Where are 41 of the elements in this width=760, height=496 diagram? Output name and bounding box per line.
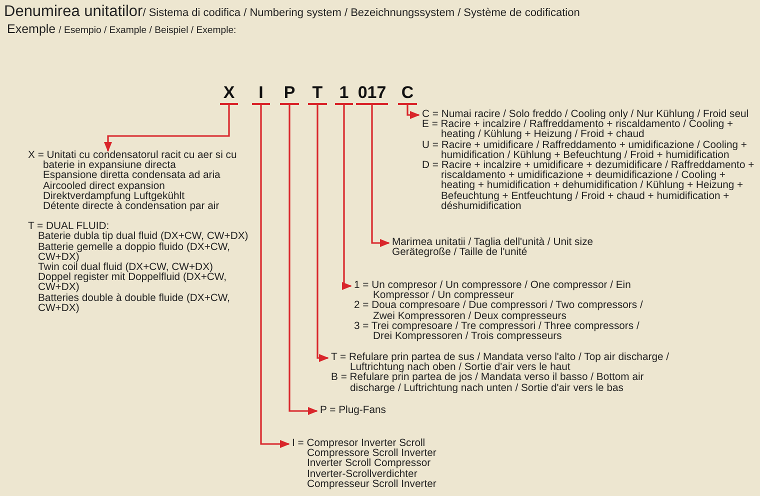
subheading-text: / Sistema di codifica / Numbering system / Bezeichnungssystem / Système de codification: [142, 7, 580, 19]
description-text: Détente directe à condensation par air: [42, 202, 220, 212]
description-text: 3 = Trei compresoare / Tre compressori / Three compressors / Drei Kompressoren / Trois compresseurs: [354, 322, 640, 342]
description-text: 2 = Doua compresoare / Due compressori / Two compressors / Zwei Kompressoren / Deux compresseurs: [354, 301, 644, 322]
arrow: [104, 105, 230, 152]
code-character: X: [220, 84, 238, 105]
arrow: [260, 105, 290, 448]
description-text: B = Refulare prin partea de jos / Mandata verso il basso / Bottom air discharge / Luftrichtung nach unten / Sortie d'air vers le bas: [331, 373, 645, 394]
description-text: Baterie dubla tip dual fluid (DX+CW, CW+DX): [37, 232, 250, 242]
description-text: Doppel register mit Doppelfluid (DX+CW, CW+DX): [37, 273, 228, 294]
description-text: D = Racire + incalzire + umidificare + dezumidificare / Raffreddamento + riscaldamento + umidificazione + deumidificazione / Cooling + heating + humidification + dehumidification / Kühlung + Heizung + Befeuchtung + Entfeuchtung / Froid + chaud + humidification + déshumidification: [422, 161, 756, 212]
code-character: C: [398, 84, 417, 105]
description-text: Twin coil dual fluid (DX+CW, CW+DX): [37, 263, 213, 274]
arrow: [342, 105, 352, 290]
arrow: [406, 105, 420, 119]
description-text: P = Plug-Fans: [320, 406, 387, 416]
description-text: Aircooled direct expansion: [42, 182, 165, 192]
description-text: E = Racire + incalzire / Raffreddamento + riscaldamento / Cooling + heating / Kühlung + Heizung / Froid + chaud: [422, 120, 734, 140]
code-character: I: [252, 84, 270, 105]
arrow: [371, 105, 390, 247]
heading-text: Exemple: [7, 22, 56, 36]
description-text: T = Refulare prin partea de sus / Mandata verso l'alto / Top air discharge / Luftrichtung nach oben / Sortie d'air vers le haut: [331, 353, 670, 374]
description-text: Direktverdampfung Luftgekühlt: [42, 192, 185, 202]
code-character: T: [308, 84, 327, 105]
description-text: Espansione diretta condensata ad aria: [42, 171, 222, 182]
arrow: [316, 105, 329, 362]
description-text: T = DUAL FLUID:: [28, 222, 110, 232]
description-text: 1 = Un compresor / Un compressore / One compressor / Ein Kompressor / Un compresseur: [354, 281, 632, 302]
description-text: Marimea unitatii / Taglia dell'unità / Unit size Gerätegroße / Taille de l'unité: [392, 238, 594, 258]
description-text: Batterie gemelle a doppio fluido (DX+CW, CW+DX): [37, 242, 232, 263]
description-text: C = Numai racire / Solo freddo / Cooling only / Nur Kühlung / Froid seul: [422, 110, 750, 120]
description-text: I = Compresor Inverter Scroll Compressore Scroll Inverter Inverter Scroll Compressor Inverter-Scrollverdichter Compresseur Scroll Inverter: [292, 439, 438, 490]
code-character: P: [280, 84, 299, 105]
description-text: X = Unitati cu condensatorul racit cu aer si cu baterie in expansiune directa: [28, 151, 238, 172]
title-text: Denumirea unitatilor: [4, 3, 143, 20]
code-character: 017: [356, 84, 388, 105]
description-text: Batteries double à double fluide (DX+CW, CW+DX): [37, 294, 232, 314]
subheading-text: / Esempio / Example / Beispiel / Exemple:: [58, 25, 236, 36]
code-character: 1: [335, 84, 353, 105]
description-text: U = Racire + umidificare / Raffreddamento + umidificazione / Cooling + humidification / Kühlung + Befeuchtung / Froid + humidification: [422, 140, 748, 161]
arrow: [288, 105, 318, 415]
